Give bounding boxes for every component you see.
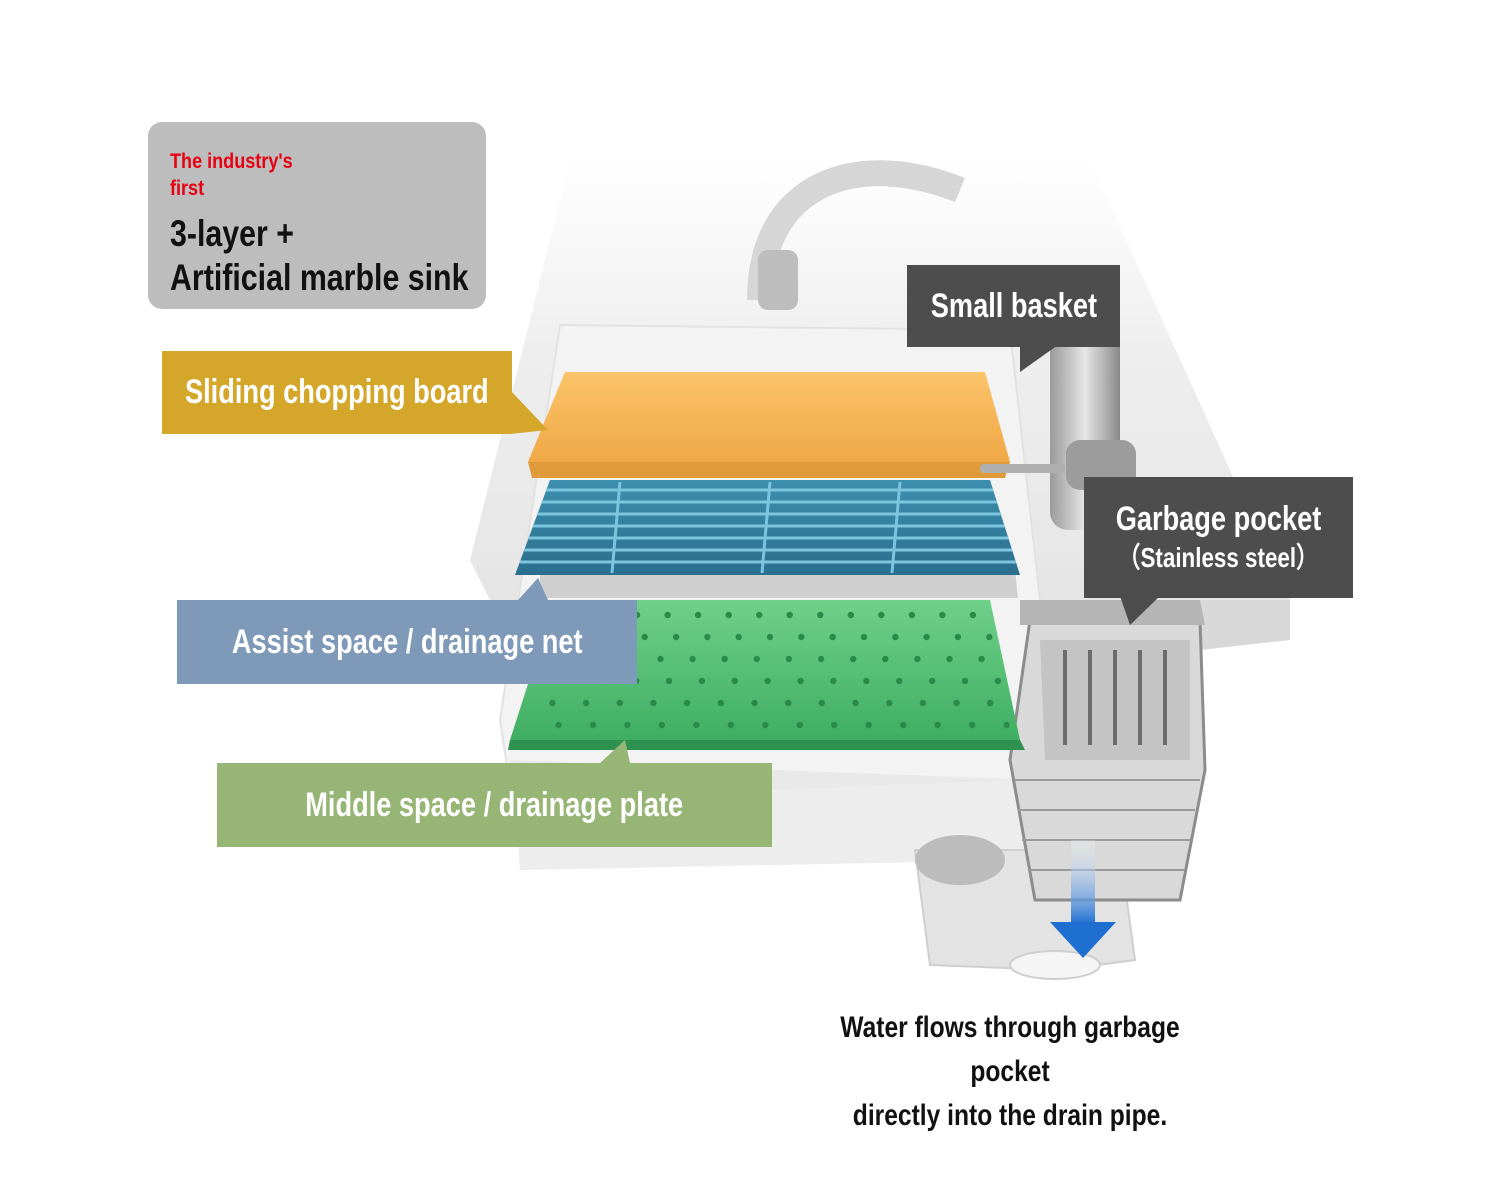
badge-title: 3-layer + Artificial marble sink (170, 212, 468, 300)
badge-kicker: The industry's first (170, 150, 293, 200)
water-flow-caption: Water flows through garbage pocket direc… (760, 1006, 1260, 1138)
industry-first-badge: The industry's first 3-layer + Artificia… (148, 122, 486, 309)
label-text: Middle space / drainage plate (305, 785, 684, 824)
badge-title-line1: 3-layer + (170, 213, 294, 254)
badge-title-line2: Artificial marble sink (170, 257, 469, 298)
pocket-pointer (1120, 596, 1160, 625)
label-text: Small basket (930, 286, 1097, 325)
label-middle-space: Middle space / drainage plate (217, 763, 772, 847)
net-pointer (518, 578, 548, 600)
label-small-basket: Small basket (907, 265, 1120, 347)
faucet (747, 160, 1136, 530)
chopping-board (528, 372, 1010, 462)
label-assist-space: Assist space / drainage net (177, 600, 637, 684)
plate-pointer (600, 740, 630, 763)
label-sliding-chopping-board: Sliding chopping board (162, 351, 512, 434)
board-pointer (510, 390, 548, 434)
water-flow-arrow (1050, 840, 1116, 958)
label-text: Sliding chopping board (185, 373, 489, 411)
basket-pointer (1020, 345, 1058, 372)
label-title: Garbage pocket (1115, 499, 1322, 538)
label-subtitle: （Stainless steel） (1118, 541, 1319, 573)
caption-line2: directly into the drain pipe. (852, 1099, 1168, 1132)
garbage-pocket-basket (1008, 600, 1207, 902)
label-text: Assist space / drainage net (231, 622, 583, 661)
label-garbage-pocket: Garbage pocket （Stainless steel） (1084, 477, 1353, 598)
caption-line1: Water flows through garbage pocket (840, 1011, 1180, 1088)
drainage-plate (510, 600, 1020, 740)
